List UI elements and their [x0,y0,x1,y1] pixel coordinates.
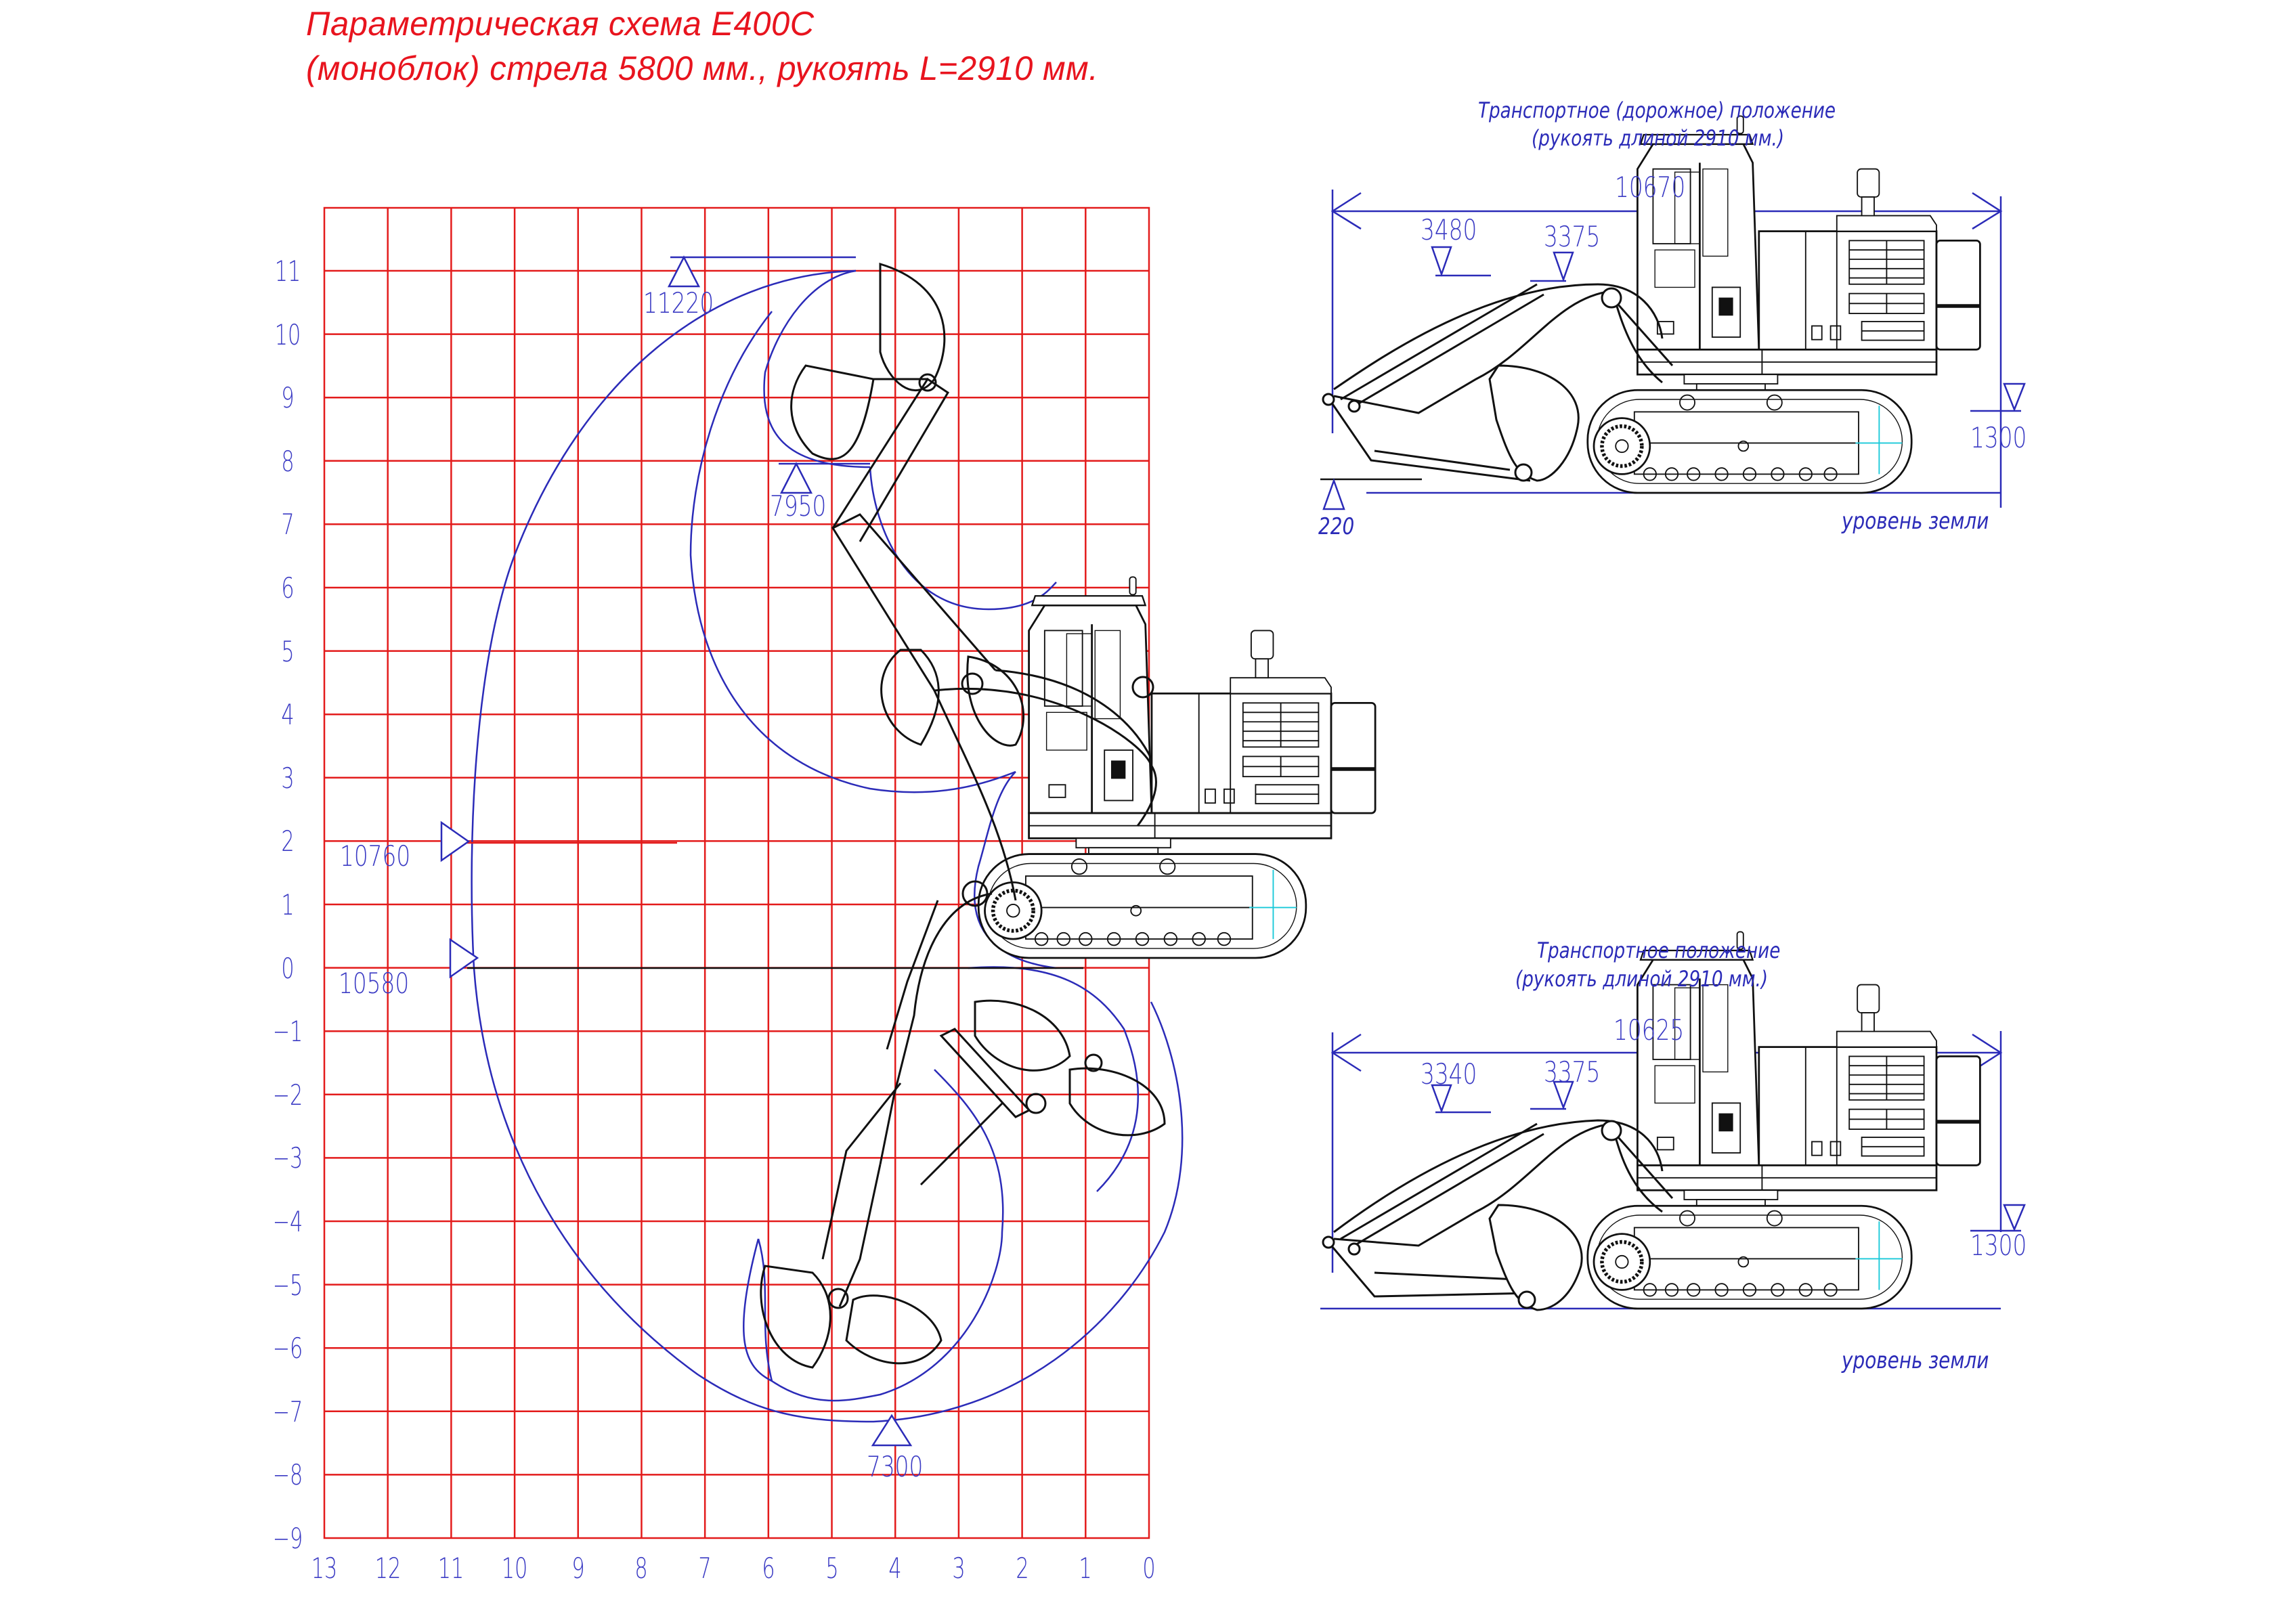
x-axis-label: 10 [501,1552,528,1585]
y-axis-label: −8 [272,1458,303,1492]
digging-envelope [467,256,1184,1423]
x-axis-label: 0 [1142,1552,1156,1585]
dim-max-dig-depth: 7300 [867,1450,924,1483]
x-axis-label: 13 [311,1552,338,1585]
transport-heading-line2: (рукоять длиной 2910 мм.) [1515,966,1769,992]
transport-heading-line1: Транспортное положение [1537,938,1781,963]
arc-left-lower [742,1238,773,1382]
y-axis-label: −4 [272,1205,303,1238]
y-axis-label: 2 [281,825,295,858]
transport-drawing [1320,932,2026,1311]
transport-road-drawing [1320,116,2026,510]
diagram-title-line1: Параметрическая схема E400C [306,5,815,43]
y-axis-label: 10 [274,317,301,351]
transport-boom-height: 3340 [1421,1057,1477,1091]
excavator-main-drawing [760,262,1375,1369]
transport-road-bucket-height: 220 [1318,513,1355,540]
lower-arc [757,1069,1004,1402]
working-range-grid [323,206,1150,1539]
x-axis-label: 3 [952,1552,966,1585]
transport-road-overall-length: 10670 [1615,171,1686,204]
y-axis-label: 8 [281,444,295,478]
transport-road-heading-line1: Транспортное (дорожное) положение [1478,97,1836,123]
transport-road-counterweight-clearance: 1300 [1970,421,2027,454]
y-axis-label: −2 [272,1078,303,1112]
y-axis-label: −1 [272,1015,303,1049]
inner-curve-lower-top [689,311,1016,793]
transport-road-cab-height: 3375 [1544,220,1601,253]
y-axis-label: −9 [272,1522,303,1555]
diagram-title-line2: (моноблок) стрела 5800 мм., рукоять L=29… [306,49,1099,87]
y-axis-label: 0 [281,951,295,985]
y-axis-label: 4 [281,698,295,732]
y-axis-label: 6 [281,571,295,605]
x-axis-label: 9 [571,1552,585,1585]
y-axis-label: −3 [272,1141,303,1175]
marker-11220-icon [667,255,701,288]
marker-10760-icon [440,820,471,862]
y-axis-label: −6 [272,1332,303,1365]
x-axis-label: 11 [438,1552,464,1585]
transport-road-ground-label: уровень земли [1842,508,1989,535]
marker-7300-icon [871,1414,913,1447]
inner-curve-upper [763,269,871,468]
y-axis-label: 3 [281,761,295,795]
transport-road-boom-height: 3480 [1421,213,1477,246]
transport-cab-height: 3375 [1544,1055,1601,1089]
x-axis-label: 6 [762,1552,775,1585]
transport-road-heading-line2: (рукоять длиной 2910 мм.) [1532,125,1785,151]
y-axis-label: 7 [281,508,295,542]
dim-max-reach: 10760 [340,839,411,873]
x-axis-label: 8 [634,1552,649,1585]
transport-counterweight-clearance: 1300 [1970,1229,2027,1262]
outer-reach-envelope [471,269,1184,1423]
x-axis-label: 1 [1079,1552,1092,1585]
dim-max-reach-ground: 10580 [339,967,410,1000]
y-axis-label: 11 [274,255,301,288]
marker-7950-icon [779,462,813,494]
transport-ground-label: уровень земли [1842,1347,1989,1374]
y-axis-label: 9 [281,381,295,415]
x-axis-label: 12 [374,1552,401,1585]
x-axis-label: 4 [888,1552,902,1585]
y-axis-label: 1 [281,888,295,921]
dim-max-dump-height: 7950 [770,489,827,523]
x-axis-label: 2 [1015,1552,1029,1585]
marker-10580-icon [449,938,479,979]
y-axis-label: −5 [272,1268,303,1302]
dimension-markers [440,255,913,1447]
inner-curve-lower [968,966,1140,1192]
transport-overall-length: 10625 [1613,1013,1685,1047]
x-axis-label: 5 [825,1552,839,1585]
y-axis-label: 5 [281,634,295,668]
x-axis-label: 7 [698,1552,712,1585]
y-axis-label: −7 [272,1395,303,1428]
dim-max-cut-height: 11220 [643,286,714,320]
